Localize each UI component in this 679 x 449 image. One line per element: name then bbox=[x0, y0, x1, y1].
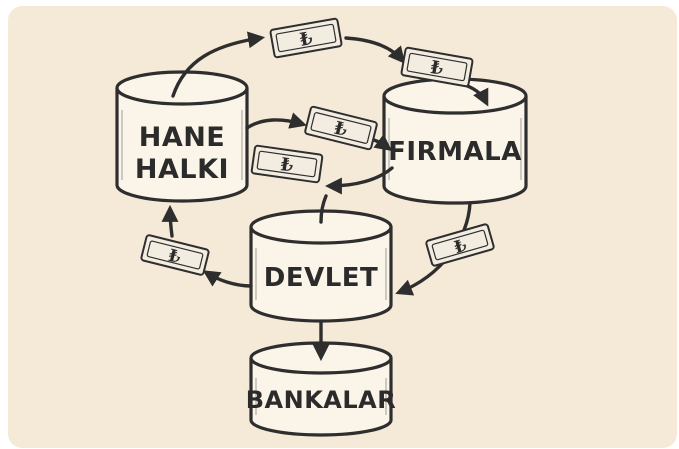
arrow-firms-to-households-return bbox=[324, 166, 394, 195]
banks-cylinder: BANKALAR bbox=[246, 341, 396, 437]
arrow-middle-note-to-firms bbox=[372, 134, 393, 152]
banknote-top: ₺ bbox=[269, 17, 343, 59]
arrow-households-to-middle-note bbox=[245, 112, 307, 130]
banknote-left: ₺ bbox=[140, 234, 210, 276]
government-cylinder: DEVLET bbox=[249, 209, 393, 323]
banknote-left-symbol: ₺ bbox=[166, 246, 182, 268]
government-label: DEVLET bbox=[264, 263, 379, 293]
households-label-line1: HANE bbox=[139, 122, 226, 153]
banknote-center-left-symbol: ₺ bbox=[279, 154, 295, 177]
banknote-center-left: ₺ bbox=[250, 144, 324, 184]
banknote-middle: ₺ bbox=[304, 105, 378, 151]
firms-label: FIRMALA bbox=[388, 137, 522, 167]
arrow-government-to-left-note bbox=[202, 270, 253, 288]
arrow-households-to-top-note bbox=[171, 31, 266, 98]
households-cylinder: HANE HALKI bbox=[115, 70, 249, 203]
banknote-upper-right: ₺ bbox=[400, 46, 474, 88]
banknote-lower-right-symbol: ₺ bbox=[452, 236, 469, 259]
arrow-government-up bbox=[319, 194, 328, 224]
banknote-upper-right-symbol: ₺ bbox=[429, 57, 445, 80]
arrow-left-note-to-households bbox=[161, 204, 179, 238]
firms-cylinder: FIRMALA bbox=[382, 77, 528, 205]
banknote-lower-right: ₺ bbox=[425, 223, 495, 267]
households-label-line2: HALKI bbox=[135, 154, 229, 185]
arrow-top-note-to-firms-note bbox=[344, 36, 406, 64]
banknote-top-symbol: ₺ bbox=[298, 28, 314, 51]
banks-label: BANKALAR bbox=[246, 386, 396, 414]
banknote-middle-symbol: ₺ bbox=[332, 118, 350, 142]
